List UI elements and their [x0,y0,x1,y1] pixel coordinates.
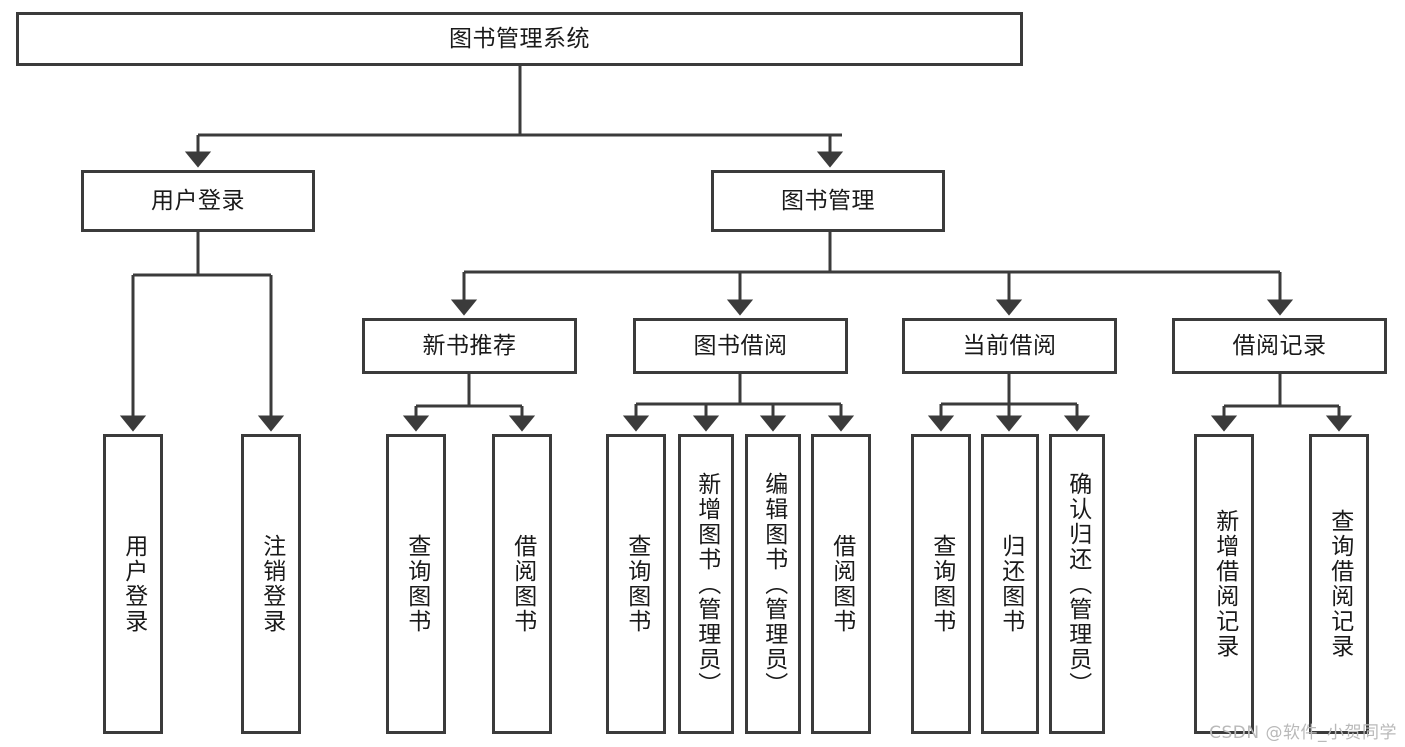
watermark: CSDN @软件_小贺同学 [1209,723,1397,743]
node-leaf-query-book-3-label: 查询图书 [928,534,955,634]
node-leaf-user-login-label: 用户登录 [120,534,147,634]
node-leaf-return-book[interactable]: 归还图书 [981,434,1039,734]
node-leaf-query-book-1[interactable]: 查询图书 [386,434,446,734]
node-borrow-record[interactable]: 借阅记录 [1172,318,1387,374]
node-leaf-user-login[interactable]: 用户登录 [103,434,163,734]
node-leaf-add-book-label: 新增图书（管理员） [693,471,720,697]
node-leaf-add-record[interactable]: 新增借阅记录 [1194,434,1254,734]
node-leaf-add-record-label: 新增借阅记录 [1211,509,1238,659]
node-leaf-query-record-label: 查询借阅记录 [1326,509,1353,659]
node-leaf-borrow-book-1-label: 借阅图书 [509,534,536,634]
node-leaf-query-book-2[interactable]: 查询图书 [606,434,666,734]
node-borrow-record-label: 借阅记录 [1232,332,1327,359]
node-new-book-recommend-label: 新书推荐 [422,332,517,359]
node-root[interactable]: 图书管理系统 [16,12,1023,66]
node-new-book-recommend[interactable]: 新书推荐 [362,318,577,374]
node-book-borrow[interactable]: 图书借阅 [633,318,848,374]
node-leaf-logout-login-label: 注销登录 [258,534,285,634]
node-leaf-confirm-return-label: 确认归还（管理员） [1064,471,1091,697]
node-leaf-query-book-1-label: 查询图书 [403,534,430,634]
node-current-borrow-label: 当前借阅 [962,332,1057,359]
node-current-borrow[interactable]: 当前借阅 [902,318,1117,374]
node-root-label: 图书管理系统 [449,25,590,52]
node-leaf-query-book-3[interactable]: 查询图书 [911,434,971,734]
node-leaf-add-book[interactable]: 新增图书（管理员） [678,434,734,734]
node-leaf-confirm-return[interactable]: 确认归还（管理员） [1049,434,1105,734]
node-leaf-query-book-2-label: 查询图书 [623,534,650,634]
node-leaf-borrow-book-2-label: 借阅图书 [828,534,855,634]
node-book-borrow-label: 图书借阅 [693,332,788,359]
node-leaf-logout-login[interactable]: 注销登录 [241,434,301,734]
node-leaf-edit-book[interactable]: 编辑图书（管理员） [745,434,801,734]
node-book-manage[interactable]: 图书管理 [711,170,945,232]
node-book-manage-label: 图书管理 [781,187,875,214]
node-leaf-borrow-book-2[interactable]: 借阅图书 [811,434,871,734]
node-leaf-borrow-book-1[interactable]: 借阅图书 [492,434,552,734]
node-leaf-query-record[interactable]: 查询借阅记录 [1309,434,1369,734]
node-user-login-label: 用户登录 [151,187,245,214]
node-user-login[interactable]: 用户登录 [81,170,315,232]
node-leaf-edit-book-label: 编辑图书（管理员） [760,471,787,697]
node-leaf-return-book-label: 归还图书 [997,534,1024,634]
